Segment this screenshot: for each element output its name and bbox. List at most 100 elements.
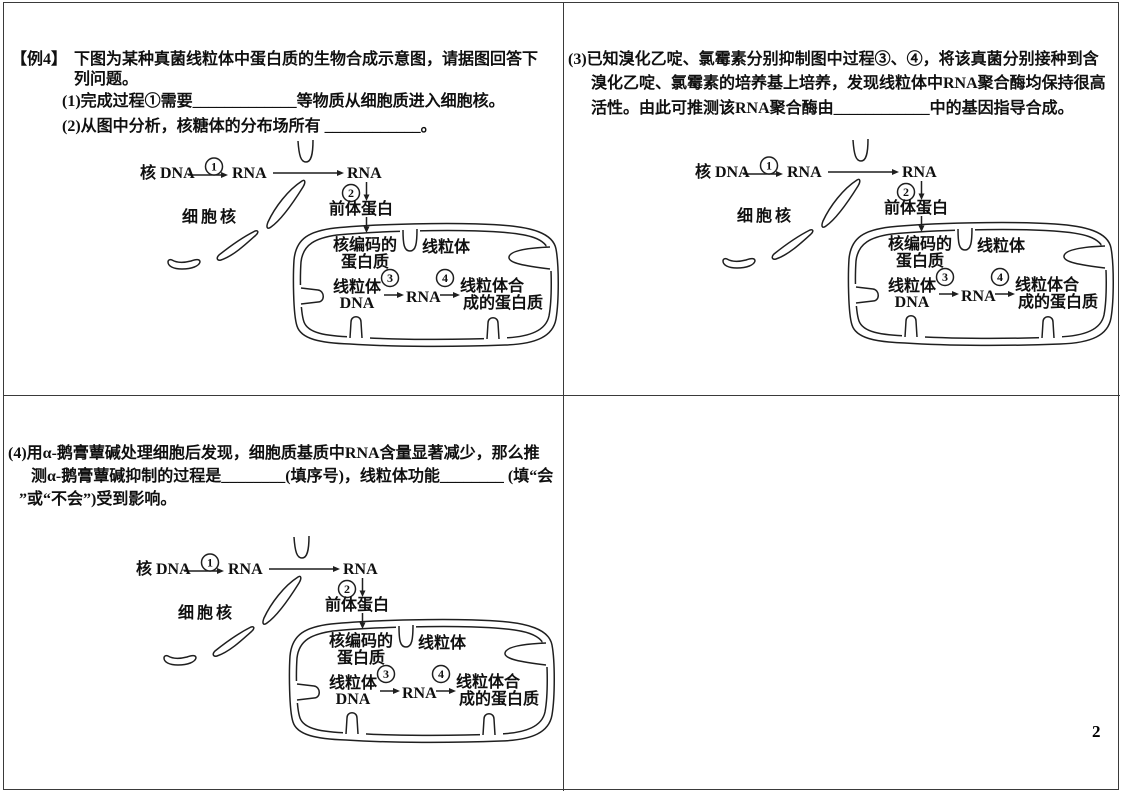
sub-question-line: (2)从图中分析，核糖体的分布场所有 ____________。 — [62, 118, 437, 135]
mitochondrion-label: 线粒体 — [418, 633, 467, 652]
crista-bottom-right — [1041, 316, 1055, 339]
question-line: (4)用α-鹅膏蕈碱处理细胞后发现，细胞质基质中RNA含量显著减少，那么推 — [8, 445, 540, 462]
protein-import-arrow — [363, 217, 370, 233]
horizontal-divider — [3, 395, 1120, 396]
protein-synthesis-figure: 1 2 3 4 核 DNA RNA RNA 细胞核 前体蛋白 核编码的 蛋白质 … — [140, 139, 559, 348]
svg-text:4: 4 — [438, 667, 444, 681]
mito-translation-arrow — [436, 688, 456, 694]
crista-top — [957, 227, 973, 251]
crista-right — [1063, 245, 1106, 269]
protein-synthesis-figure: 1 2 3 4 核 DNA RNA RNA 细胞核 前体蛋白 核编码的 蛋白质 … — [136, 535, 555, 744]
nuclear-pore-u-shape — [293, 535, 310, 559]
svg-text:4: 4 — [997, 270, 1003, 284]
translation-arrow — [359, 578, 366, 597]
crista-left — [855, 286, 879, 304]
nuclear-dna-label: 核 DNA — [140, 163, 195, 182]
rna-export-arrow — [828, 169, 899, 175]
precursor-protein-label: 前体蛋白 — [884, 198, 948, 217]
mito-synthesized-protein-label: 成的蛋白质 — [1018, 292, 1098, 311]
mitochondrion-label: 线粒体 — [977, 236, 1026, 255]
intro-line: 列问题。 — [74, 71, 139, 88]
mito-dna-label: DNA — [336, 691, 371, 708]
crista-bottom-right — [486, 317, 500, 340]
mito-translation-arrow — [440, 292, 460, 298]
mito-rna-label: RNA — [406, 289, 441, 306]
rna-in-nucleus-label: RNA — [228, 561, 263, 578]
svg-text:1: 1 — [211, 160, 217, 174]
nuclear-envelope-fragment — [722, 257, 756, 269]
nuclear-pore-u-shape — [297, 139, 314, 163]
svg-text:4: 4 — [442, 271, 448, 285]
mito-synthesized-protein-label: 线粒体合 — [1015, 275, 1080, 294]
crista-bottom-middle — [345, 712, 359, 735]
crista-left — [300, 287, 324, 305]
mito-synthesized-protein-label: 成的蛋白质 — [463, 293, 543, 312]
mito-dna-label: 线粒体 — [329, 673, 378, 692]
mito-transcription-arrow — [384, 292, 404, 298]
step-1-badge: 1 — [759, 156, 779, 175]
nuclear-envelope-fragment — [216, 230, 259, 261]
rna-in-cytoplasm-label: RNA — [343, 561, 378, 578]
crista-right — [508, 246, 551, 270]
crista-bottom-middle — [904, 315, 918, 338]
mito-dna-label: 线粒体 — [333, 277, 382, 296]
step-3-badge: 3 — [376, 664, 396, 684]
nuclear-envelope-fragment — [266, 179, 306, 229]
example-tag: 【例4】 — [11, 51, 68, 68]
translation-arrow — [918, 181, 925, 200]
nuclear-envelope-fragment — [262, 575, 302, 625]
nuclear-encoded-protein-label: 核编码的 — [333, 235, 397, 254]
protein-import-arrow — [918, 216, 925, 232]
crista-left — [296, 683, 320, 701]
protein-import-arrow — [359, 613, 366, 629]
mitochondrion-outer-membrane — [288, 618, 555, 744]
crista-top — [402, 228, 418, 252]
question-line: 活性。由此可推测该RNA聚合酶由____________中的基因指导合成。 — [591, 100, 1074, 117]
mito-synthesized-protein-label: 线粒体合 — [456, 672, 521, 691]
nucleus-label: 细胞核 — [178, 603, 235, 622]
protein-synthesis-diagram: 1 2 3 4 核 DNA RNA RNA 细胞核 前体蛋白 核编码的 蛋白质 … — [125, 130, 565, 365]
precursor-protein-label: 前体蛋白 — [325, 595, 389, 614]
nuclear-envelope-fragment — [167, 258, 201, 270]
step-4-badge: 4 — [431, 664, 451, 684]
mito-transcription-arrow — [939, 291, 959, 297]
rna-in-cytoplasm-label: RNA — [347, 165, 382, 182]
svg-text:3: 3 — [383, 667, 389, 681]
protein-synthesis-diagram: 1 2 3 4 核 DNA RNA RNA 细胞核 前体蛋白 核编码的 蛋白质 … — [680, 129, 1120, 364]
svg-text:3: 3 — [942, 270, 948, 284]
crista-bottom-right — [482, 713, 496, 736]
mito-synthesized-protein-label: 线粒体合 — [460, 276, 525, 295]
nuclear-pore-u-shape — [852, 138, 869, 162]
nuclear-envelope-fragment — [771, 229, 814, 260]
mito-dna-label: DNA — [895, 294, 930, 311]
question-line: ”或“不会”)受到影响。 — [19, 491, 177, 508]
step-1-badge: 1 — [204, 157, 224, 176]
step-1-badge: 1 — [200, 553, 220, 572]
nuclear-envelope-fragment — [212, 626, 255, 657]
nuclear-envelope-fragment — [163, 654, 197, 666]
mito-dna-label: DNA — [340, 295, 375, 312]
intro-line: 下图为某种真菌线粒体中蛋白质的生物合成示意图，请据图回答下 — [74, 51, 539, 68]
mito-translation-arrow — [995, 291, 1015, 297]
mito-rna-label: RNA — [402, 685, 437, 702]
sub-question-line: (1)完成过程①需要_____________等物质从细胞质进入细胞核。 — [62, 93, 505, 110]
mito-transcription-arrow — [380, 688, 400, 694]
step-4-badge: 4 — [435, 268, 455, 288]
mito-rna-label: RNA — [961, 288, 996, 305]
nucleus-label: 细胞核 — [182, 207, 239, 226]
question-line: (3)已知溴化乙啶、氯霉素分别抑制图中过程③、④，将该真菌分别接种到含 — [568, 51, 1099, 68]
mito-synthesized-protein-label: 成的蛋白质 — [459, 689, 539, 708]
nuclear-encoded-protein-label: 蛋白质 — [341, 252, 389, 271]
mitochondrion-outer-membrane — [847, 221, 1114, 347]
nuclear-encoded-protein-label: 蛋白质 — [896, 251, 944, 270]
step-2-badge: 2 — [896, 182, 916, 202]
svg-text:1: 1 — [766, 159, 772, 173]
svg-text:2: 2 — [344, 582, 350, 596]
nuclear-encoded-protein-label: 蛋白质 — [337, 648, 385, 667]
protein-synthesis-figure: 1 2 3 4 核 DNA RNA RNA 细胞核 前体蛋白 核编码的 蛋白质 … — [695, 138, 1114, 347]
svg-text:2: 2 — [348, 186, 354, 200]
translation-arrow — [363, 182, 370, 201]
step-2-badge: 2 — [341, 183, 361, 203]
protein-synthesis-diagram: 1 2 3 4 核 DNA RNA RNA 细胞核 前体蛋白 核编码的 蛋白质 … — [121, 526, 561, 761]
